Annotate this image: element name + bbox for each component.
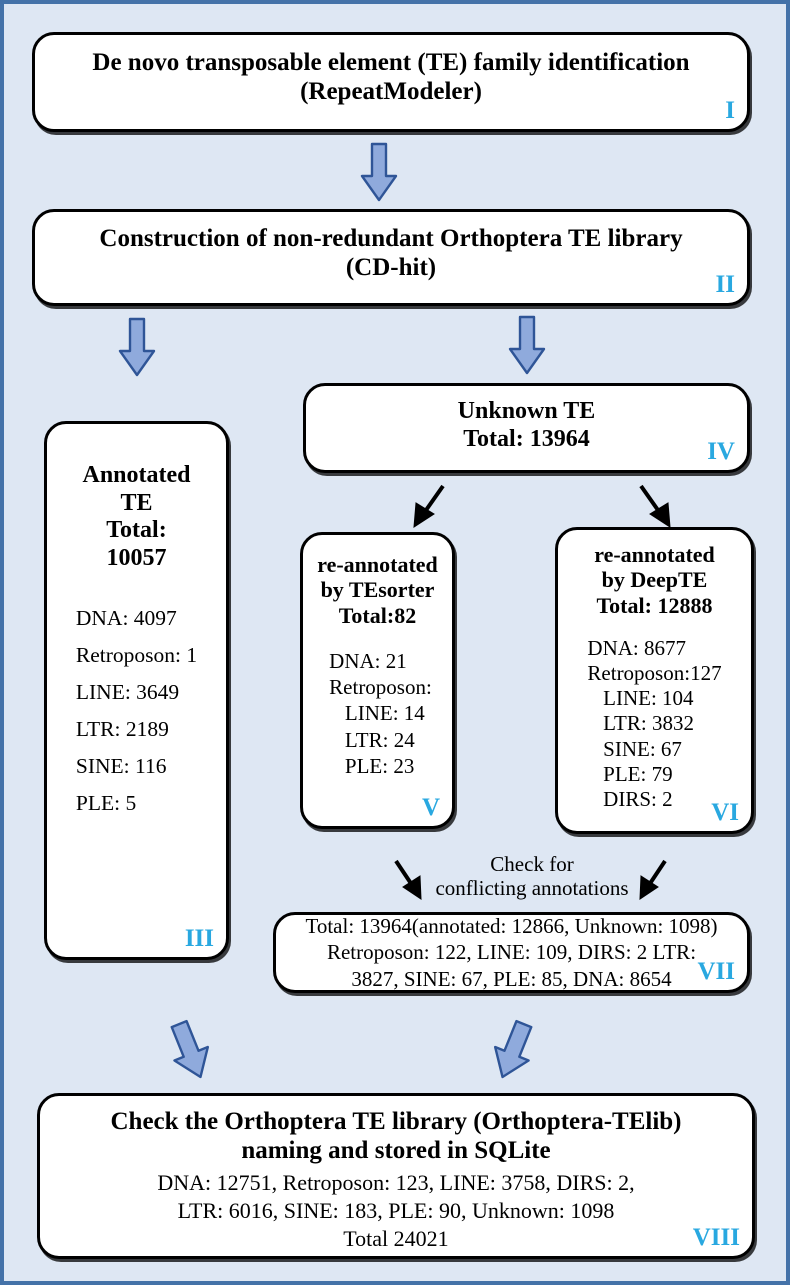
arrow-box2-to-box3 [117, 317, 157, 379]
box-8-title: Check the Orthoptera TE library (Orthopt… [110, 1108, 682, 1164]
box-3-numeral: III [184, 925, 214, 952]
box-1-numeral: I [725, 97, 735, 124]
arrow-box4-to-box6 [630, 481, 676, 531]
box-8-body: DNA: 12751, Retroposon: 123, LINE: 3758,… [157, 1169, 635, 1251]
box-6-body: DNA: 8677 Retroposon:127 LINE: 104 LTR: … [587, 635, 722, 812]
box-reannotated-by-deepte[interactable]: re-annotated by DeepTE Total: 12888 DNA:… [555, 527, 754, 834]
box-non-redundant-library-construction[interactable]: Construction of non-redundant Orthoptera… [32, 209, 750, 306]
box-5-body: DNA: 21 Retroposon: LINE: 14 LTR: 24 PLE… [329, 648, 432, 778]
box-4-title: Unknown TE Total: 13964 [457, 398, 596, 452]
arrow-box7-to-box8 [481, 1014, 545, 1088]
box-1-title: De novo transposable element (TE) family… [92, 49, 690, 105]
arrow-box4-to-box5 [408, 481, 454, 531]
box-final-orthoptera-telib[interactable]: Check the Orthoptera TE library (Orthopt… [37, 1093, 755, 1259]
box-annotated-te[interactable]: Annotated TE Total: 10057 DNA: 4097 Retr… [44, 421, 229, 960]
box-2-title: Construction of non-redundant Orthoptera… [99, 224, 683, 281]
arrow-box3-to-box8 [158, 1014, 222, 1088]
box-3-body: DNA: 4097 Retroposon: 1 LINE: 3649 LTR: … [75, 606, 198, 816]
box-reannotated-by-tesorter[interactable]: re-annotated by TEsorter Total:82 DNA: 2… [300, 532, 455, 829]
label-conflicting-annotations: Check for conflicting annotations [435, 852, 629, 900]
box-2-numeral: II [715, 271, 735, 298]
box-7-body: Total: 13964(annotated: 12866, Unknown: … [305, 914, 718, 991]
arrow-box5-to-box7 [387, 857, 429, 905]
box-5-title: re-annotated by TEsorter Total:82 [317, 552, 438, 628]
box-unknown-te[interactable]: Unknown TE Total: 13964 IV [303, 383, 750, 473]
box-5-numeral: V [421, 794, 440, 821]
box-6-numeral: VI [711, 799, 739, 826]
box-8-numeral: VIII [692, 1224, 740, 1251]
box-3-title: Annotated TE Total: 10057 [82, 462, 191, 571]
box-7-numeral: VII [697, 958, 735, 985]
arrow-box6-to-box7 [632, 857, 674, 905]
arrow-box2-to-box4 [507, 315, 547, 377]
box-4-numeral: IV [707, 438, 735, 465]
box-6-title: re-annotated by DeepTE Total: 12888 [594, 542, 715, 618]
box-merged-conflict-resolved-counts[interactable]: Total: 13964(annotated: 12866, Unknown: … [273, 912, 750, 993]
arrow-box1-to-box2 [359, 142, 399, 204]
box-de-novo-te-identification[interactable]: De novo transposable element (TE) family… [32, 32, 750, 132]
